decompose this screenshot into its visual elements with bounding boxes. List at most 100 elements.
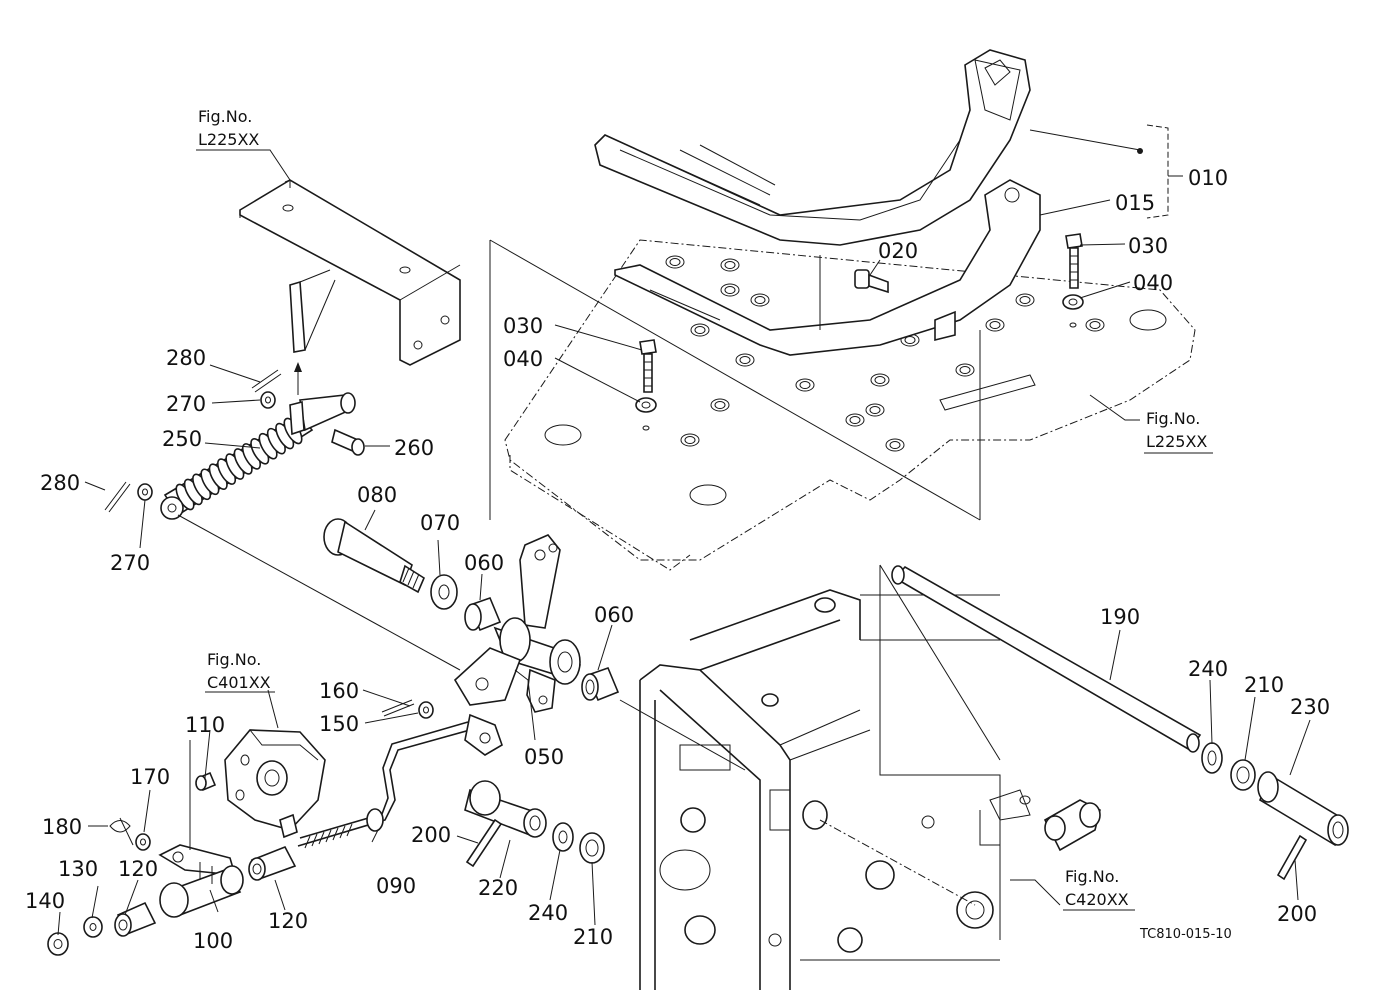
pin-260 — [331, 428, 365, 456]
callout-030-right: 030 — [1128, 234, 1168, 258]
plate-hole — [1019, 296, 1031, 304]
plate-hole — [989, 321, 1001, 329]
callout-220: 220 — [478, 876, 518, 900]
plate-hole — [669, 258, 681, 266]
fig-ref-left-mid-line1: Fig.No. — [207, 650, 261, 669]
nut-040-right — [1062, 294, 1084, 328]
callout-260: 260 — [394, 436, 434, 460]
washer-240-right — [1201, 742, 1223, 774]
plate-hole — [845, 413, 865, 427]
callout-280-upper: 280 — [166, 346, 206, 370]
plate-hole — [690, 323, 710, 337]
callout-210-left: 210 — [573, 925, 613, 949]
plate-hole — [694, 326, 706, 334]
bushing-220 — [464, 780, 547, 838]
callout-015: 015 — [1115, 191, 1155, 215]
plate-hole — [710, 398, 730, 412]
plate-hole — [680, 433, 700, 447]
seal-210-right — [1230, 759, 1256, 791]
link-line-case — [619, 699, 746, 771]
callout-180: 180 — [42, 815, 82, 839]
fig-ref-right-line2: L225XX — [1146, 432, 1207, 451]
callout-100: 100 — [193, 929, 233, 953]
fig-ref-top-left: Fig.No. L225XX — [196, 107, 291, 181]
bolt-030-right — [1065, 233, 1083, 289]
plate-hole — [870, 373, 890, 387]
plate-hole — [799, 381, 811, 389]
callout-060-right: 060 — [594, 603, 634, 627]
washer-070 — [430, 574, 458, 610]
arrow-head — [294, 362, 302, 372]
callout-200-right: 200 — [1277, 902, 1317, 926]
fig-ref-right: Fig.No. L225XX — [1144, 409, 1213, 454]
bushing-060-left — [464, 596, 502, 632]
callout-020: 020 — [878, 239, 918, 263]
plate-hole — [874, 376, 886, 384]
bushing-120-right — [248, 845, 297, 881]
bolt-020 — [854, 269, 889, 294]
fig-ref-left-mid: Fig.No. C401XX — [205, 650, 275, 693]
nut-140 — [47, 932, 69, 956]
plate-hole — [795, 378, 815, 392]
washer-170 — [135, 833, 151, 851]
washer-270-upper — [260, 391, 276, 409]
nut-040-left — [635, 397, 657, 431]
plate-hole — [754, 296, 766, 304]
callout-230: 230 — [1290, 695, 1330, 719]
fig-ref-top-left-line1: Fig.No. — [198, 107, 252, 126]
callout-270-upper: 270 — [166, 392, 206, 416]
plate-hole — [1089, 321, 1101, 329]
plate-hole — [865, 403, 885, 417]
plate-hole — [720, 258, 740, 272]
arm-100 — [158, 844, 244, 918]
callout-060-left: 060 — [464, 551, 504, 575]
plate-hole — [724, 261, 736, 269]
leader-lines — [57, 124, 1311, 936]
plate-hole — [665, 255, 685, 269]
plate-hole — [885, 438, 905, 452]
brake-pedal — [594, 49, 1031, 246]
plate-hole — [959, 366, 971, 374]
callout-160: 160 — [319, 679, 359, 703]
plate-hole — [684, 436, 696, 444]
rod-090 — [297, 713, 503, 849]
seal-210-left — [579, 832, 605, 864]
pin-080 — [323, 518, 426, 594]
plate-hole — [904, 336, 916, 344]
link-line-spring — [177, 514, 461, 671]
callout-040-right: 040 — [1133, 271, 1173, 295]
plate-hole — [724, 286, 736, 294]
callout-270-lower: 270 — [110, 551, 150, 575]
collar-110 — [195, 771, 217, 792]
callout-250: 250 — [162, 427, 202, 451]
washer-150 — [418, 701, 434, 719]
plate-hole — [739, 356, 751, 364]
washer-240-left — [552, 822, 574, 852]
washer-130 — [83, 916, 103, 938]
floor-plate — [489, 239, 1196, 571]
bushing-120-left — [114, 901, 157, 937]
pin-200-right — [1276, 834, 1308, 881]
bolt-030-left — [639, 339, 657, 393]
callout-110: 110 — [185, 713, 225, 737]
bushing-060-right — [581, 666, 620, 702]
callout-240-left: 240 — [528, 901, 568, 925]
snap-pin-180 — [109, 817, 134, 846]
callout-120-left: 120 — [118, 857, 158, 881]
fig-ref-right-line1: Fig.No. — [1146, 409, 1200, 428]
pedal-arm — [614, 179, 1041, 356]
callout-240-right: 240 — [1188, 657, 1228, 681]
pin-200-left — [465, 818, 503, 868]
plate-hole — [720, 283, 740, 297]
cotter-280-lower — [104, 481, 131, 513]
washer-270-lower — [137, 483, 153, 501]
callout-280-lower: 280 — [40, 471, 80, 495]
plate-hole — [1015, 293, 1035, 307]
lever-050 — [453, 534, 581, 713]
bushing-230 — [1257, 771, 1349, 847]
fig-ref-bottom-right-line2: C420XX — [1065, 890, 1129, 909]
callout-130: 130 — [58, 857, 98, 881]
callout-200-left: 200 — [411, 823, 451, 847]
callout-070: 070 — [420, 511, 460, 535]
